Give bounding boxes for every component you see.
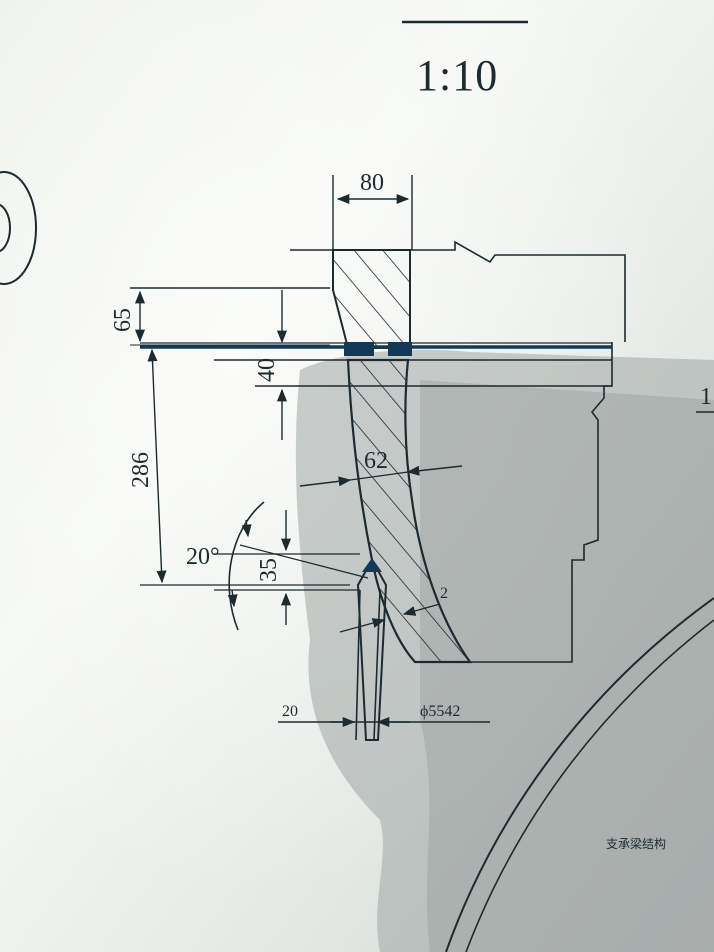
dim-top-width: 80 — [360, 170, 384, 196]
detail-circle-inner — [0, 203, 11, 253]
weld-bead-right — [388, 342, 412, 356]
detail-circle-marker — [0, 171, 37, 285]
dim-plate-thickness: 62 — [364, 448, 388, 474]
weld-bead-left — [344, 342, 374, 356]
dim-upper-offset: 65 — [110, 308, 136, 332]
vessel-arc-inner — [465, 619, 714, 952]
dim-base-width: 20 — [282, 703, 298, 720]
curved-plate — [346, 358, 473, 664]
camera-shadow-core — [420, 380, 714, 952]
lower-strut — [355, 557, 388, 741]
dim-small-thickness: 2 — [440, 585, 448, 602]
dim-bevel-angle: 20° — [186, 544, 220, 570]
top-block — [332, 249, 411, 349]
vessel-arc-outer — [445, 597, 714, 952]
dim-bevel-height: 35 — [256, 558, 282, 582]
scale-label: 1:10 — [416, 51, 498, 100]
right-margin-mark: 1 — [700, 384, 712, 410]
right-break-profile — [470, 342, 613, 663]
dim-line-overall-height — [147, 348, 167, 584]
angle-arc — [228, 501, 265, 631]
lower-right-caption: 支承梁结构 — [606, 836, 666, 851]
dim-overall-height: 286 — [128, 452, 154, 488]
upper-plate-outline — [290, 240, 626, 342]
dim-diameter: ϕ5542 — [420, 703, 460, 720]
dim-plate-step: 40 — [254, 358, 280, 382]
